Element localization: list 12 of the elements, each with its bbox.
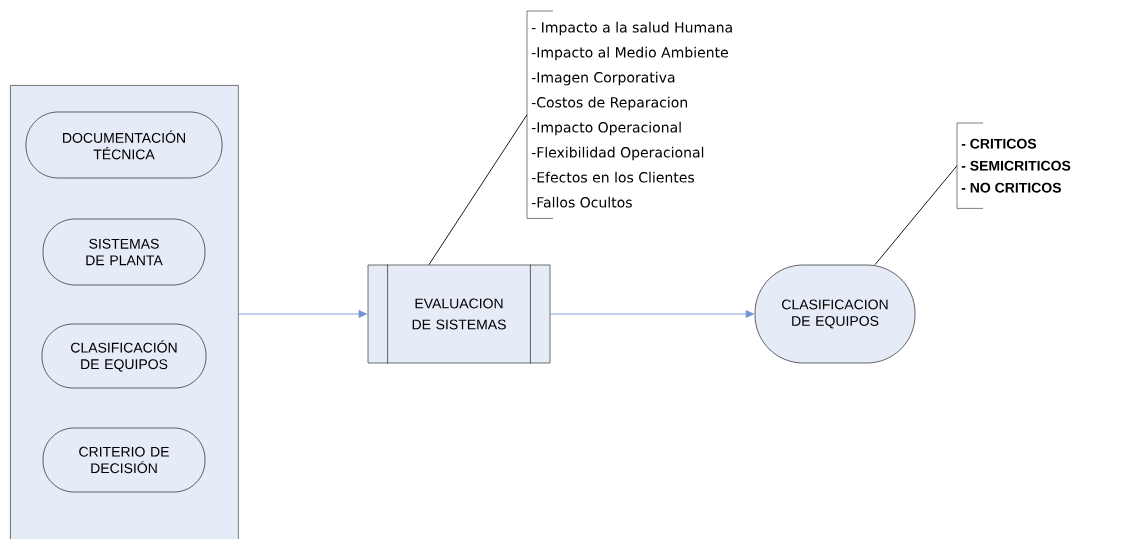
rounded-box: SISTEMAS DE PLANTA: [42, 218, 206, 286]
rounded-box: DOCUMENTACIÓN TÉCNICA: [25, 111, 223, 179]
process-box: EVALUACION DE SISTEMAS: [367, 264, 551, 364]
leader-line: [874, 165, 958, 266]
arrow: [238, 310, 367, 318]
annotation-list: - CRITICOS - SEMICRITICOS - NO CRITICOS: [956, 122, 1071, 209]
leader-line: [428, 114, 528, 266]
rounded-box: CRITERIO DE DECISIÓN: [42, 427, 206, 493]
rounded-box: CLASIFICACIÓN DE EQUIPOS: [41, 323, 207, 389]
rounded-box: CLASIFICACION DE EQUIPOS: [754, 264, 916, 364]
annotation-list: - Impacto a la salud Humana -Impacto al Medio Ambiente -Imagen Corporativa -Costos de Reparacion -Impacto Operacional -Flexibilidad Operacional -Efectos en los Clientes -Fallos Ocultos: [526, 10, 732, 219]
arrow: [549, 310, 755, 318]
